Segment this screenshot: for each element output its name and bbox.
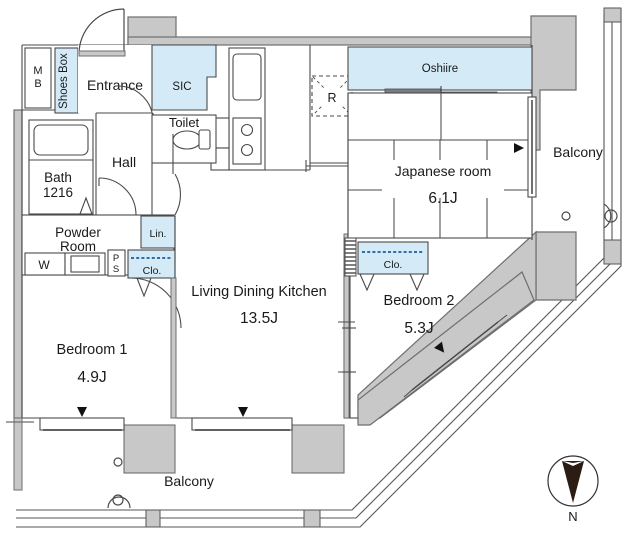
balcony-slab-blocks (123, 424, 345, 474)
ldk-room: Living Dining Kitchen 13.5J (191, 284, 326, 327)
japanese-room-balcony-window[interactable] (514, 96, 537, 198)
closet-ldk-label: Clo. (143, 265, 162, 277)
kitchen-counter (216, 47, 266, 171)
bath-door (79, 196, 93, 215)
japanese-room-area-label: 6.1J (428, 190, 457, 207)
entrance-label: Entrance (87, 77, 143, 93)
closet-bedroom2-door-left (359, 273, 375, 292)
compass-needle-north (562, 461, 584, 503)
meter-box: M B (24, 47, 52, 109)
closet-bedroom2-label: Clo. (384, 259, 403, 271)
closet-ldk: Clo. (127, 249, 176, 298)
balcony-bottom-label: Balcony (164, 473, 214, 489)
japanese-room-left-stub (310, 93, 349, 238)
linen-closet: Lin. (140, 215, 176, 249)
shoes-box-label: Shoes Box (58, 53, 70, 109)
ldk-area-label: 13.5J (240, 310, 278, 327)
balcony-right-label: Balcony (553, 144, 603, 160)
balcony-drains (107, 203, 618, 509)
bedroom-2: Bedroom 2 5.3J (384, 293, 455, 337)
powder-room-label-line1: Powder (55, 225, 101, 240)
ldk-door[interactable] (130, 277, 182, 329)
bedroom2-hatch-wall (344, 237, 357, 277)
entrance-door[interactable] (78, 8, 126, 57)
bedroom2-window[interactable] (403, 314, 508, 398)
refrigerator-space: R (311, 75, 353, 117)
toilet-label: Toilet (169, 115, 200, 130)
washer-and-vanity: W (24, 252, 106, 276)
compass: N (547, 455, 599, 524)
shoes-box: Shoes Box (54, 47, 79, 114)
hall-door-ldk[interactable] (172, 134, 181, 216)
kitchen-stove (232, 117, 262, 165)
bedroom1-balcony-window[interactable] (39, 407, 125, 431)
oshiire-label: Oshiire (422, 63, 458, 75)
bedroom2-left-wall (342, 276, 356, 418)
building-outline (16, 8, 622, 528)
sic-label: SIC (172, 81, 191, 93)
powder-room-label-line2: Room (60, 239, 96, 254)
compass-label: N (568, 509, 577, 524)
bath-room: Bath 1216 (28, 119, 94, 215)
ldk-top-wall (174, 45, 311, 278)
balcony-railing-right (603, 7, 622, 265)
closet-bedroom2-door-right (409, 273, 425, 292)
diagonal-exterior-wall (357, 271, 535, 426)
bath-size-label: 1216 (43, 185, 73, 200)
hall: Hall (112, 154, 136, 170)
ldk-balcony-window[interactable] (191, 407, 293, 431)
closet-bedroom2: Clo. (357, 241, 429, 292)
bedroom-1-area-label: 4.9J (77, 369, 106, 386)
bedroom-2-label: Bedroom 2 (384, 293, 455, 309)
bedroom-2-area-label: 5.3J (404, 320, 433, 337)
pipe-shaft-label-p: P (113, 253, 119, 264)
washer-label: W (38, 258, 50, 272)
hall-door-bath[interactable] (98, 177, 137, 216)
linen-label: Lin. (150, 228, 167, 240)
ldk-label: Living Dining Kitchen (191, 284, 326, 300)
bath-label: Bath (44, 170, 72, 185)
meter-box-label-line2: B (34, 78, 41, 90)
meter-box-label-line1: M (33, 65, 42, 77)
pipe-shaft: P S (107, 249, 126, 277)
bedroom1-divider-wall (170, 277, 177, 419)
bedroom-1-label: Bedroom 1 (57, 342, 128, 358)
japanese-room-label: Japanese room (395, 163, 492, 179)
kitchen-sink (232, 53, 262, 101)
toilet-fixture (172, 129, 211, 150)
refrigerator-label: R (327, 91, 336, 105)
japanese-room: Japanese room 6.1J (347, 92, 533, 239)
bathtub (33, 124, 89, 156)
balcony-railing-bottom (145, 509, 321, 528)
balcony-left-partition (6, 417, 34, 491)
closet-ldk-door (136, 277, 152, 298)
sic-closet: SIC (151, 44, 217, 111)
bedroom-1: Bedroom 1 4.9J (57, 342, 128, 386)
hall-label: Hall (112, 154, 136, 170)
oshiire-closet: Oshiire (347, 46, 533, 91)
pipe-shaft-label-s: S (113, 264, 119, 275)
kitchen-entry-wall (305, 160, 352, 172)
toilet-room: Toilet (151, 114, 217, 164)
